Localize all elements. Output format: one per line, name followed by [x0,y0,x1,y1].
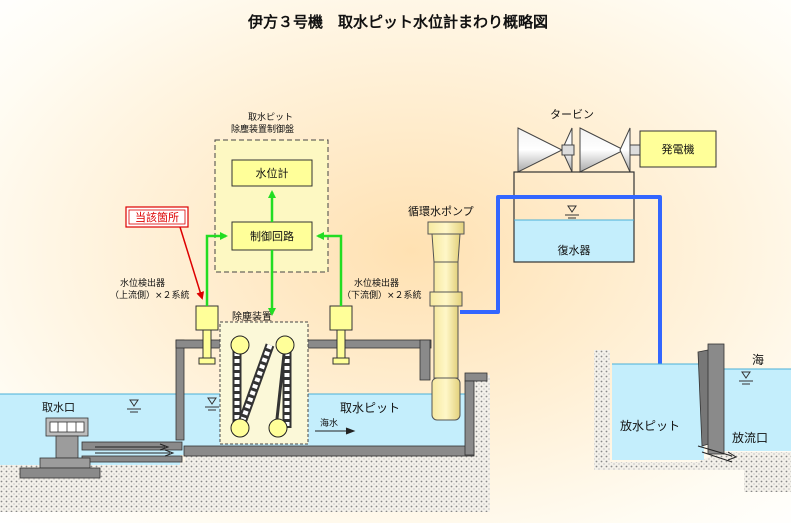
panel-title-line2: 除塵装置制御盤 [231,123,294,135]
detector-upstream-sublabel: （上流側）×２系統 [110,289,190,301]
highlight-label: 当該箇所 [135,210,179,224]
signal-lines [205,190,343,316]
discharge-ground [594,350,791,492]
level-detector-upstream [195,305,219,365]
turbine-label: タービン [550,108,594,121]
level-detector-downstream [329,305,353,365]
discharge-outlet-label: 放流口 [732,430,768,445]
discharge-weir [697,343,725,455]
dust-remover [219,321,309,445]
control-circuit-box: 制御回路 [231,221,313,251]
outflow-arrows [697,445,738,463]
water-level-meter-box: 水位計 [231,159,313,187]
diagram-title: 伊方３号機 取水ピット水位計まわり概略図 [247,13,548,31]
intake-ground [0,375,490,512]
water-level-symbol [205,397,219,411]
condenser-label: 復水器 [558,244,591,257]
intake-pit-label: 取水ピット [340,401,400,415]
water-level-meter-label: 水位計 [256,166,289,180]
highlight-callout: 当該箇所 [125,206,205,300]
dust-remover-label: 除塵装置 [232,310,272,323]
cooling-water-pipe [460,195,662,382]
generator-label: 発電機 [662,142,695,156]
condenser: 復水器 [513,171,635,263]
intake-label: 取水口 [42,401,75,414]
water-level-symbol [127,399,141,413]
circulating-water-pump [427,221,465,421]
detector-upstream-label: 水位検出器 [120,277,165,289]
generator: 発電機 [639,130,717,168]
detector-downstream-label: 水位検出器 [354,277,399,289]
detector-downstream-sublabel: （下流側）×２系統 [342,289,422,301]
discharge-pit-label: 放水ピット [620,418,680,433]
sea-label: 海 [752,352,764,367]
flow-arrows [95,427,356,457]
circulating-pump-label: 循環水ポンプ [408,205,474,218]
panel-title-line1: 取水ピット [248,111,293,123]
seawater-flow-label: 海水 [320,417,338,429]
discharge-water [612,363,791,460]
turbine [517,127,641,173]
control-circuit-label: 制御回路 [250,229,294,243]
intake-structure [19,417,101,479]
